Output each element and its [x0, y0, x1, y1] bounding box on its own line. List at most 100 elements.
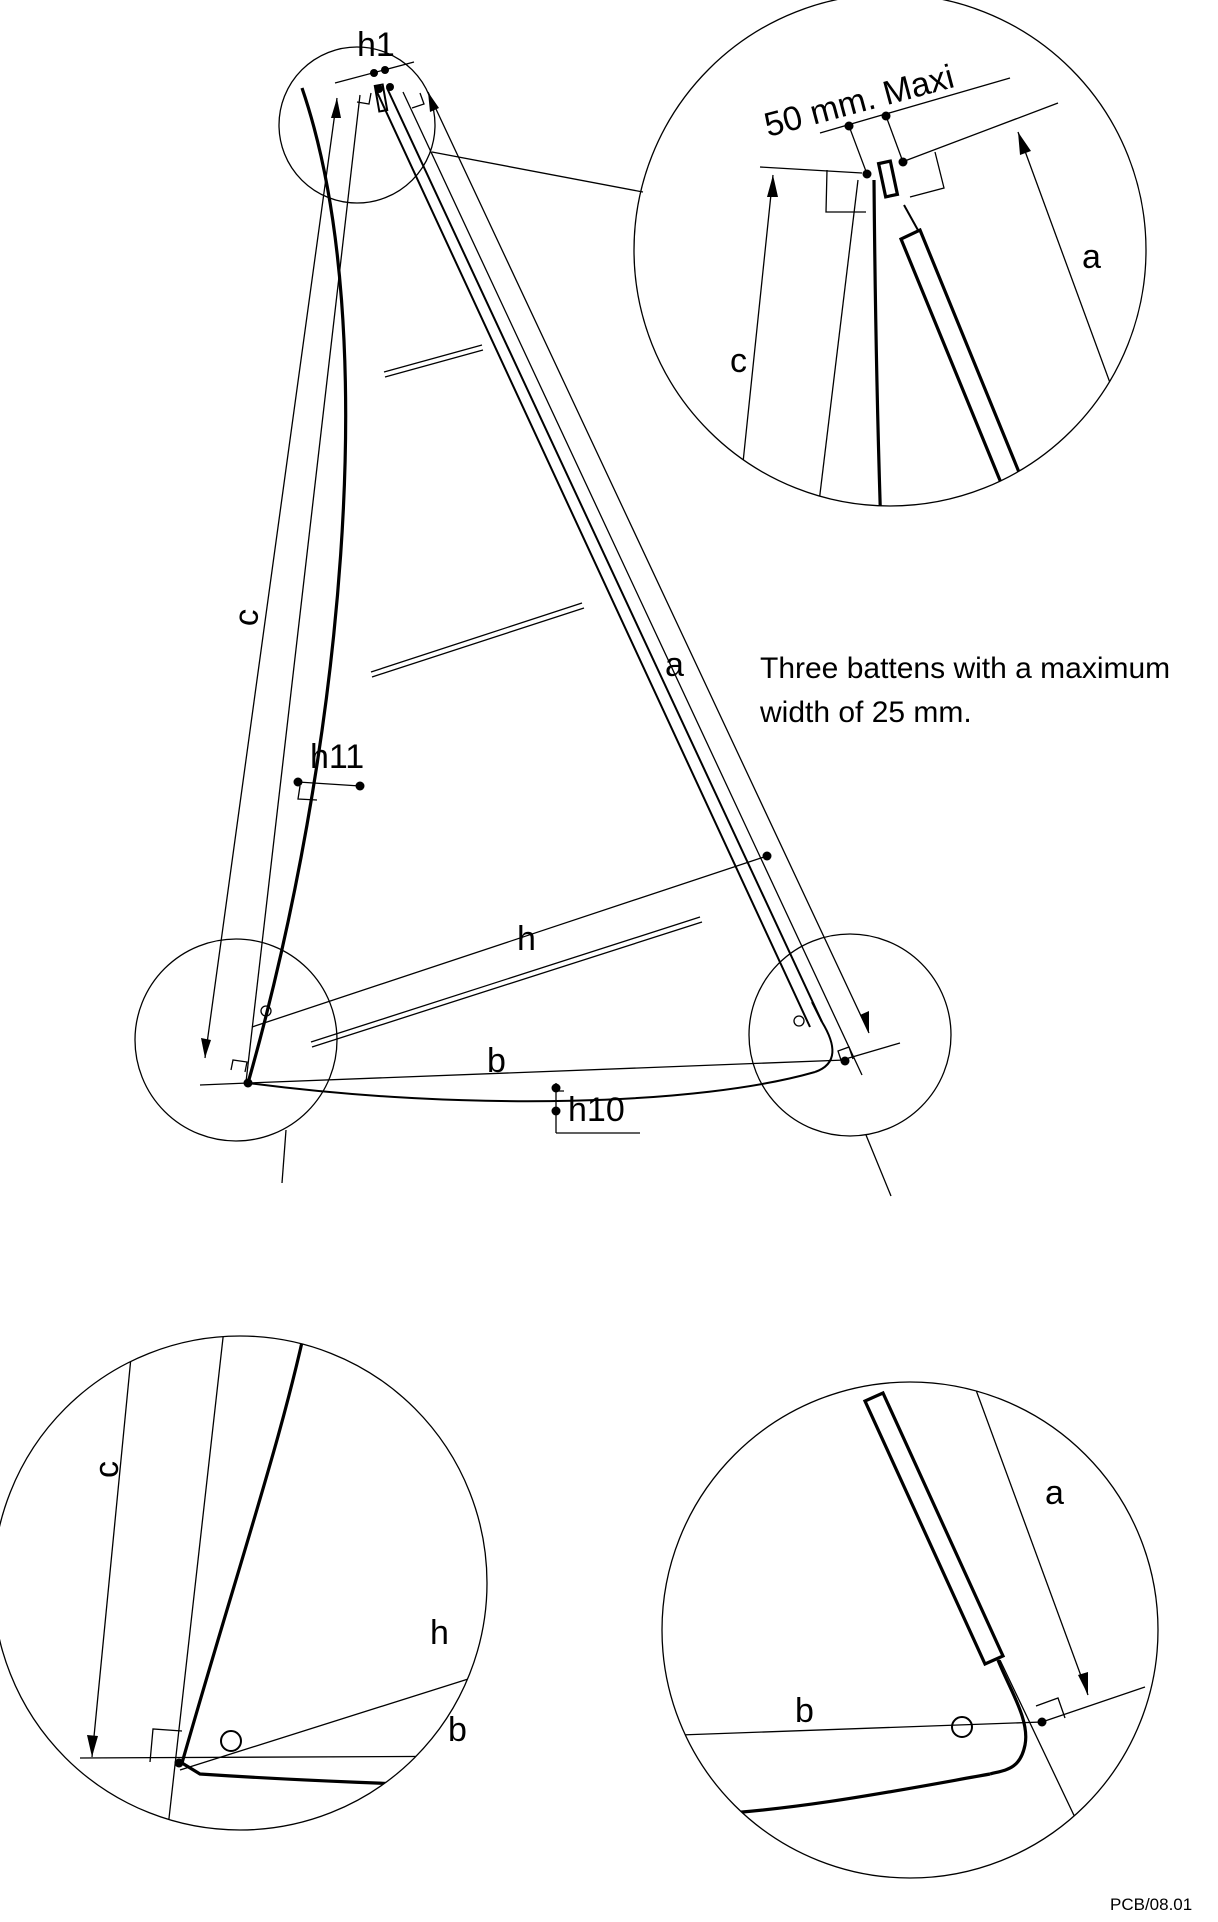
- head-detail-point-2: [881, 111, 891, 121]
- tack-detail: [0, 1335, 488, 1831]
- tack-detail-eye: [220, 1730, 242, 1752]
- head-detail-sleeve-link: [903, 204, 920, 233]
- h11-point-right: [355, 781, 365, 791]
- batten-2-b: [371, 607, 585, 678]
- luff-ref-line: [402, 91, 863, 1076]
- sail-clew-corner: [814, 1021, 834, 1073]
- label-h-main: h: [517, 920, 536, 958]
- h10-point-top: [551, 1083, 561, 1093]
- batten-3-a: [310, 916, 701, 1043]
- head-detail-circle: [633, 0, 1147, 507]
- tack-zoom-circle: [134, 938, 338, 1142]
- tack-right-angle: [230, 1059, 248, 1073]
- leech-ref-line: [245, 94, 361, 1083]
- head-detail-a-line: [1017, 131, 1143, 471]
- mast-sleeve-inner: [376, 91, 811, 1028]
- luff-arrow-bottom: [860, 1011, 869, 1033]
- tack-detail-h-line: [179, 1649, 487, 1771]
- head-detail-point-3: [862, 169, 872, 179]
- clew-detail-circle: [661, 1381, 1159, 1879]
- head-detail-right-angle-left: [825, 169, 866, 213]
- label-a-clew: a: [1045, 1474, 1064, 1512]
- clew-detail-a-arrow: [1078, 1672, 1088, 1695]
- leech-arrow-top: [331, 98, 341, 118]
- label-h-tack: h: [430, 1614, 449, 1652]
- clew-detail-b-line: [679, 1721, 1043, 1736]
- batten-2-a: [370, 602, 583, 673]
- label-a-head: a: [1082, 238, 1101, 276]
- labels: h1 c h11 a h b h10 50 mm. Maxi c a c h b…: [88, 26, 1192, 1914]
- sail-foot-curve: [247, 1071, 816, 1103]
- h1-head-point-right: [386, 83, 394, 91]
- head-detail: [633, 0, 1147, 507]
- h11-right-angle: [297, 785, 318, 801]
- head-right-angle-right: [411, 92, 425, 109]
- main-sail: [246, 83, 834, 1103]
- label-b-main: b: [487, 1042, 506, 1080]
- label-h11: h11: [310, 738, 364, 776]
- head-zoom-circle: [278, 46, 436, 204]
- head-detail-right-angle-right: [909, 151, 945, 198]
- label-c-head: c: [730, 342, 747, 380]
- clew-eye: [793, 1015, 805, 1027]
- clew-detail-point: [1037, 1717, 1047, 1727]
- clew-detail-eye: [951, 1716, 973, 1738]
- head-zoom-connector: [431, 151, 644, 193]
- h1-head-point-left: [375, 85, 383, 93]
- foot-ext-left: [199, 1082, 249, 1086]
- head-detail-point-4: [898, 157, 908, 167]
- h10-point-bottom: [551, 1106, 561, 1116]
- head-detail-leech: [872, 179, 884, 506]
- h11-dimension: [293, 777, 365, 791]
- h-luff-point: [762, 851, 772, 861]
- measurements-main: [199, 91, 901, 1086]
- head-detail-right-ref: [901, 102, 1059, 163]
- label-a-main: a: [665, 646, 684, 684]
- tack-detail-c-line: [91, 1346, 133, 1758]
- head-detail-sleeve: [898, 227, 1044, 506]
- clew-detail: [661, 1381, 1159, 1879]
- leech-measure-line: [204, 97, 338, 1059]
- batten-1-b: [384, 349, 484, 378]
- h11-point-left: [293, 777, 303, 787]
- label-h1: h1: [357, 26, 395, 64]
- tack-eye: [260, 1005, 272, 1017]
- tack-detail-right-angle: [149, 1728, 183, 1763]
- zoom-circles-small: [134, 46, 952, 1197]
- luff-arrow-top: [428, 92, 439, 112]
- h-height-line-main: [251, 855, 768, 1028]
- clew-detail-a-line: [975, 1389, 1089, 1696]
- tack-detail-b-line: [79, 1755, 487, 1759]
- head-detail-c-arrow: [767, 175, 778, 197]
- h1-point-right: [381, 66, 389, 74]
- battens: [310, 344, 703, 1048]
- batten-1-a: [383, 344, 483, 373]
- label-c-tack: c: [88, 1461, 126, 1478]
- tack-detail-leech: [180, 1336, 312, 1764]
- reference-code: PCB/08.01: [1110, 1895, 1192, 1914]
- tack-detail-c-ref: [165, 1336, 226, 1830]
- label-c-main: c: [227, 607, 267, 628]
- clew-zoom-connector: [865, 1134, 892, 1197]
- leech-arrow-bottom: [201, 1038, 211, 1058]
- head-detail-50mm-ext-right: [885, 115, 904, 163]
- tack-point: [243, 1078, 253, 1088]
- head-right-angle-left: [356, 92, 372, 105]
- h10-dimension: [551, 1083, 640, 1134]
- batten-3-b: [311, 921, 703, 1048]
- foot-measure-line: [247, 1059, 846, 1084]
- tack-detail-foot: [181, 1761, 487, 1788]
- right-angle-markers: [230, 92, 854, 1092]
- note-line-1: Three battens with a maximum: [760, 652, 1170, 685]
- clew-detail-foot: [699, 1772, 991, 1817]
- head-detail-headboard: [876, 159, 900, 199]
- h1-point-left: [370, 69, 378, 77]
- clew-detail-b-ext: [1041, 1686, 1146, 1723]
- label-b-clew: b: [795, 1692, 814, 1730]
- tack-detail-point: [174, 1758, 184, 1768]
- tack-detail-circle: [0, 1335, 488, 1831]
- label-h10: h10: [568, 1091, 625, 1129]
- head-detail-left-ref: [759, 166, 863, 174]
